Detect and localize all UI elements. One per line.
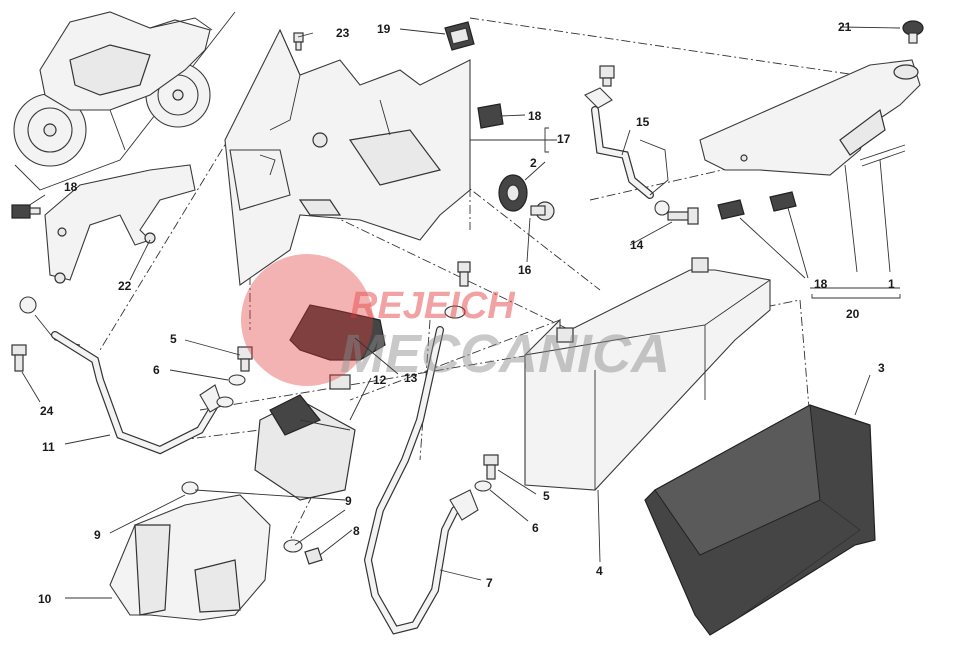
callout-6-right: 6 bbox=[532, 521, 539, 535]
part-22-bracket bbox=[44, 164, 196, 284]
callout-9-left: 9 bbox=[94, 528, 101, 542]
part-18-pads bbox=[11, 103, 797, 220]
callout-18-right: 18 bbox=[814, 277, 828, 291]
callout-16: 16 bbox=[518, 263, 532, 277]
part-10-bracket bbox=[109, 494, 271, 621]
part-1-battery-cover bbox=[699, 59, 921, 176]
callout-3: 3 bbox=[878, 361, 885, 375]
callout-13: 13 bbox=[404, 371, 418, 385]
callout-7: 7 bbox=[486, 576, 493, 590]
callout-22: 22 bbox=[118, 279, 132, 293]
part-15-cable bbox=[584, 65, 670, 216]
callout-24: 24 bbox=[40, 404, 54, 418]
part-19-clip bbox=[444, 21, 475, 51]
parts-5-6-right bbox=[474, 454, 499, 492]
assembly-lines bbox=[99, 17, 891, 541]
callout-19: 19 bbox=[377, 22, 391, 36]
callout-5-right: 5 bbox=[543, 489, 550, 503]
part-11-cable bbox=[19, 296, 223, 455]
callout-4: 4 bbox=[596, 564, 603, 578]
part-16-grommet bbox=[498, 174, 555, 221]
callout-labels: 23 19 18 17 2 15 16 14 21 18 1 20 18 22 … bbox=[38, 20, 895, 606]
callout-17: 17 bbox=[557, 132, 571, 146]
callout-leaders bbox=[21, 26, 901, 599]
callout-2: 2 bbox=[530, 156, 537, 170]
part-13-holder bbox=[289, 304, 386, 390]
callout-18-left: 18 bbox=[64, 180, 78, 194]
part-4-battery bbox=[524, 257, 771, 491]
callout-12: 12 bbox=[373, 373, 387, 387]
parts-5-6-left bbox=[216, 346, 253, 408]
callout-9-right: 9 bbox=[345, 494, 352, 508]
watermark-line2: MECCANICA bbox=[340, 324, 670, 384]
part-24-bolt bbox=[11, 344, 27, 372]
callout-14: 14 bbox=[630, 238, 644, 252]
part-2-battery-holder bbox=[224, 28, 471, 286]
callout-11: 11 bbox=[42, 440, 55, 454]
callout-5-left: 5 bbox=[170, 332, 177, 346]
part-23-screw bbox=[293, 32, 304, 51]
group-brackets bbox=[544, 127, 901, 299]
part-12-relay bbox=[254, 394, 356, 501]
callout-1: 1 bbox=[888, 277, 895, 291]
callout-15: 15 bbox=[636, 115, 650, 129]
callout-8: 8 bbox=[353, 524, 360, 538]
part-14-bolt bbox=[667, 207, 699, 225]
part-3-battery-tray bbox=[644, 404, 876, 636]
callout-21: 21 bbox=[838, 20, 852, 34]
watermark-logo: REJEICH MECCANICA bbox=[241, 254, 670, 386]
part-21-screw bbox=[902, 20, 924, 44]
motorcycle-illustration bbox=[13, 11, 236, 191]
part-7-cable bbox=[363, 261, 479, 635]
callout-6-left: 6 bbox=[153, 363, 160, 377]
callout-20: 20 bbox=[846, 307, 860, 321]
callout-18-middle: 18 bbox=[528, 109, 542, 123]
callout-23: 23 bbox=[336, 26, 350, 40]
watermark-line1: REJEICH bbox=[350, 285, 516, 327]
callout-10: 10 bbox=[38, 592, 52, 606]
